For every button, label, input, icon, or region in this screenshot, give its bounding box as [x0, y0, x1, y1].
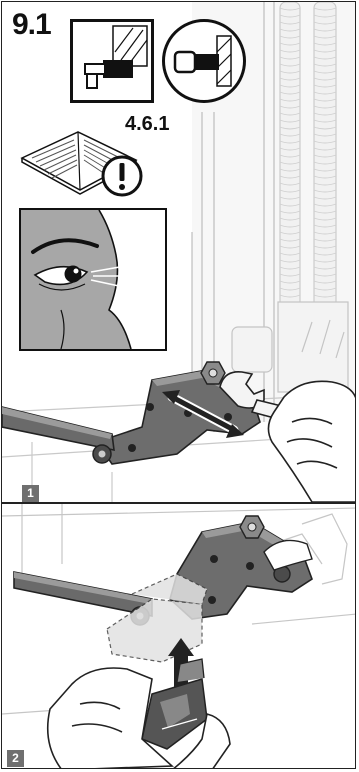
panel-badge-1: 1: [22, 485, 39, 502]
bracket-removal-illustration: [2, 504, 355, 769]
panel-badge-2: 2: [7, 750, 24, 767]
adjust-position-icon: [70, 19, 154, 103]
step-panel-2: 2: [2, 504, 355, 769]
hinge-arm: [2, 407, 114, 463]
step-panel-1: 9.1: [2, 2, 355, 504]
manual-section-reference: 4.6.1: [125, 113, 169, 136]
bolt-detail-icon: [162, 19, 246, 103]
visual-check-icon: [19, 208, 167, 351]
warning-icon: [100, 154, 144, 198]
step-number: 9.1: [12, 8, 51, 42]
